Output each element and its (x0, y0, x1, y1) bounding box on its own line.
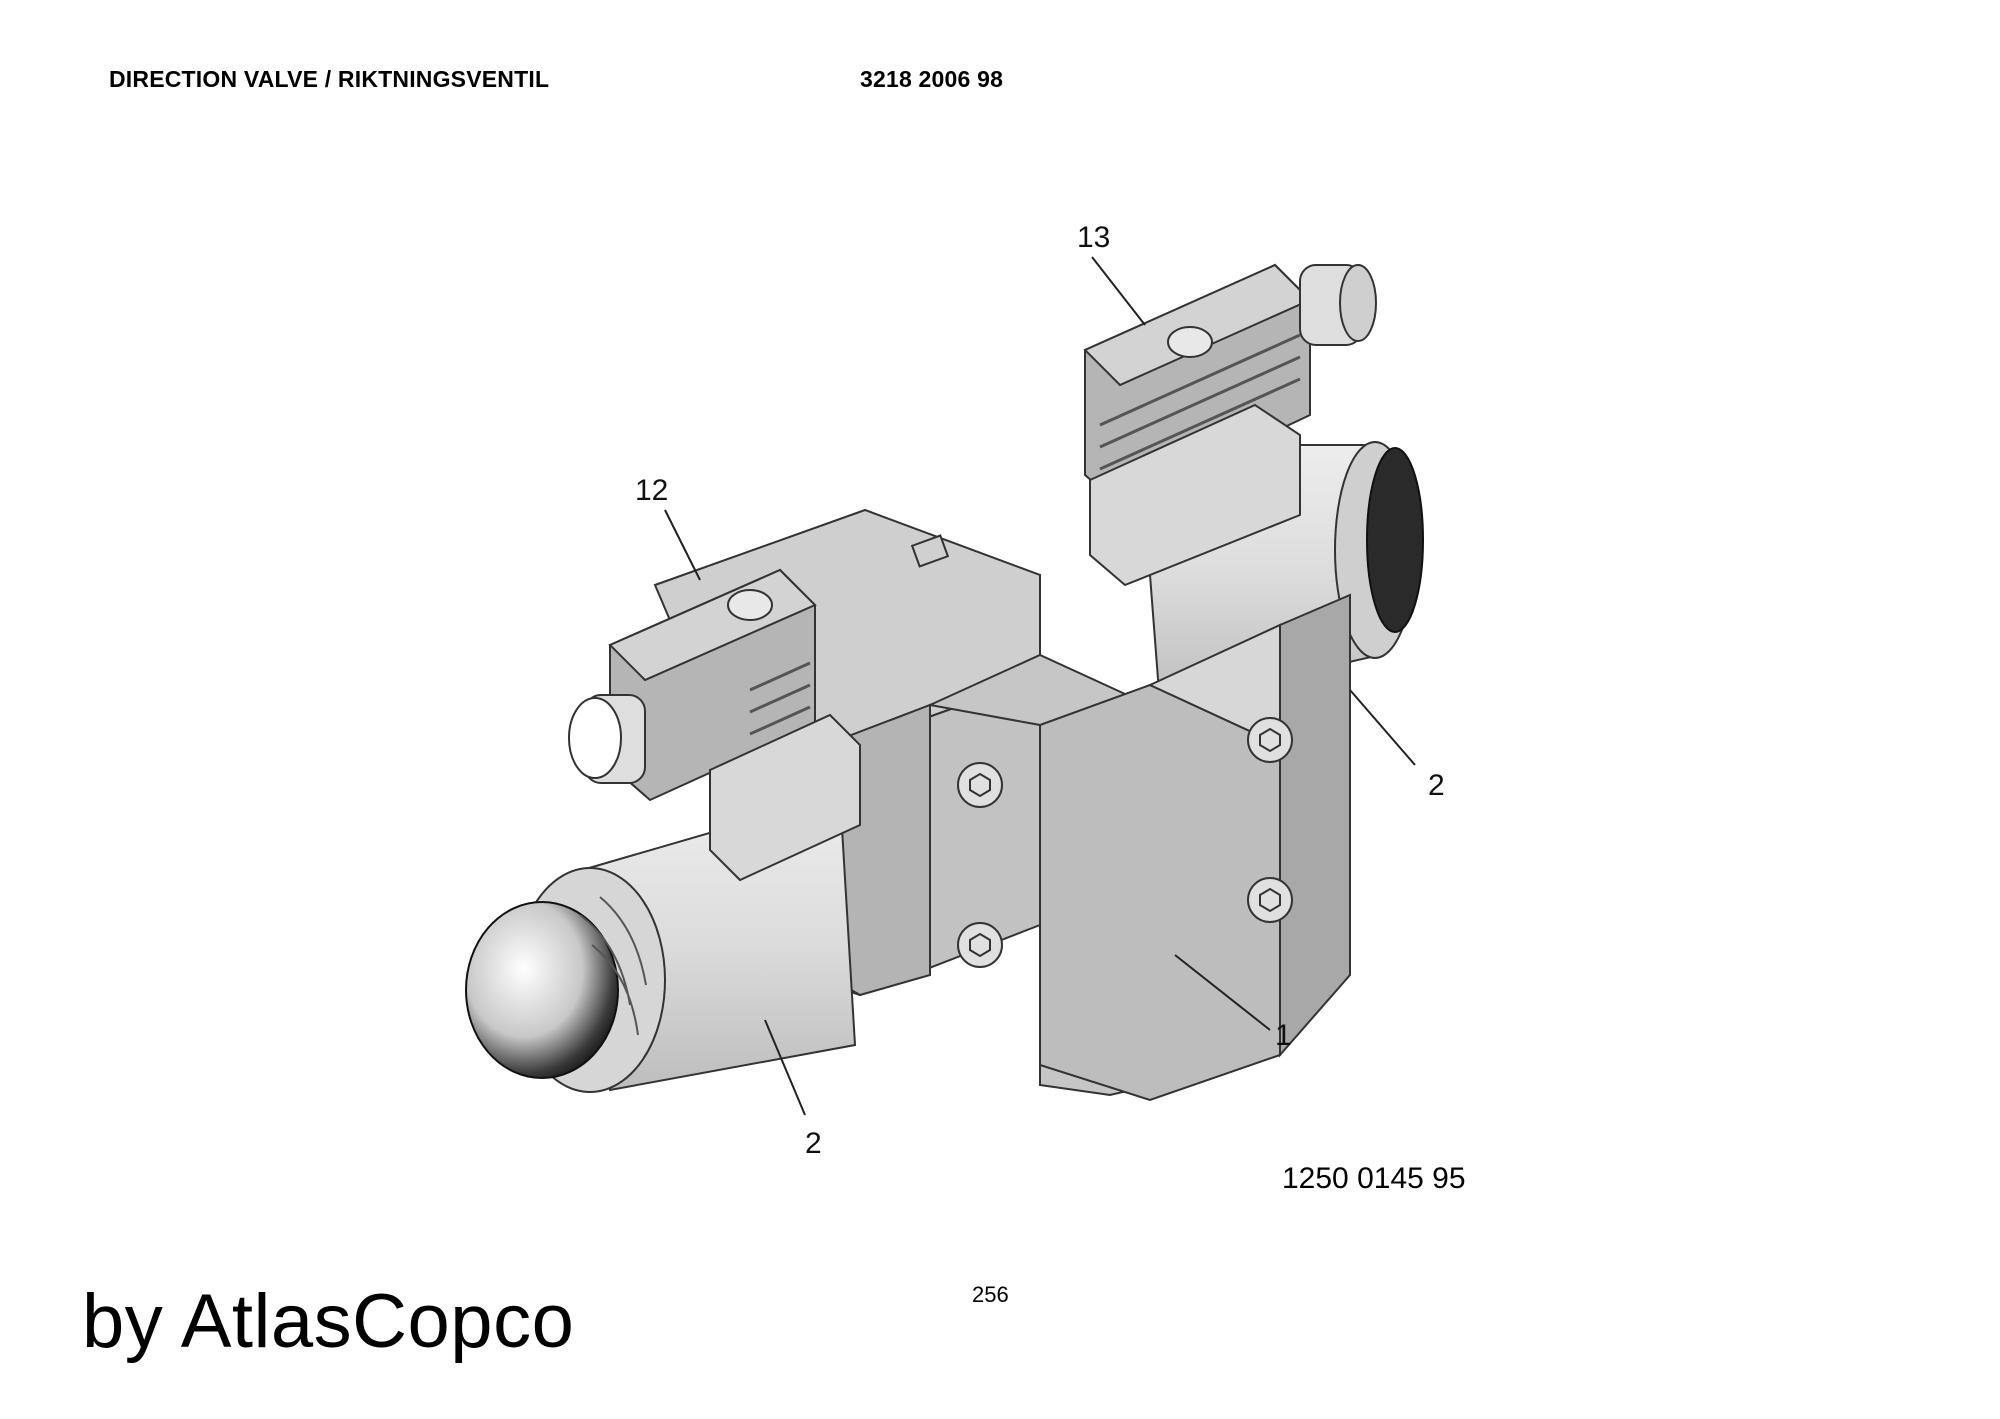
callout-2-front: 2 (805, 1127, 822, 1160)
part-number: 3218 2006 98 (860, 66, 1004, 92)
brand-footer: by AtlasCopco (82, 1279, 575, 1364)
leader-12 (664, 509, 701, 581)
page-number: 256 (972, 1282, 1009, 1307)
document-title: DIRECTION VALVE / RIKTNINGSVENTIL (109, 66, 550, 92)
leader-13 (1091, 256, 1146, 326)
leader-2-rear (1349, 689, 1416, 766)
drawing-number: 1250 0145 95 (1282, 1162, 1466, 1195)
leader-1 (1174, 954, 1271, 1031)
front-connector (568, 568, 861, 882)
callout-12: 12 (635, 474, 668, 507)
callout-13: 13 (1077, 221, 1110, 254)
leader-2-front (764, 1019, 806, 1116)
rear-connector (1083, 263, 1377, 587)
callout-2-rear: 2 (1428, 769, 1445, 802)
callout-1: 1 (1275, 1019, 1292, 1052)
front-solenoid (465, 793, 857, 1093)
valve-illustration: 12 13 2 1 2 (465, 221, 1445, 1160)
